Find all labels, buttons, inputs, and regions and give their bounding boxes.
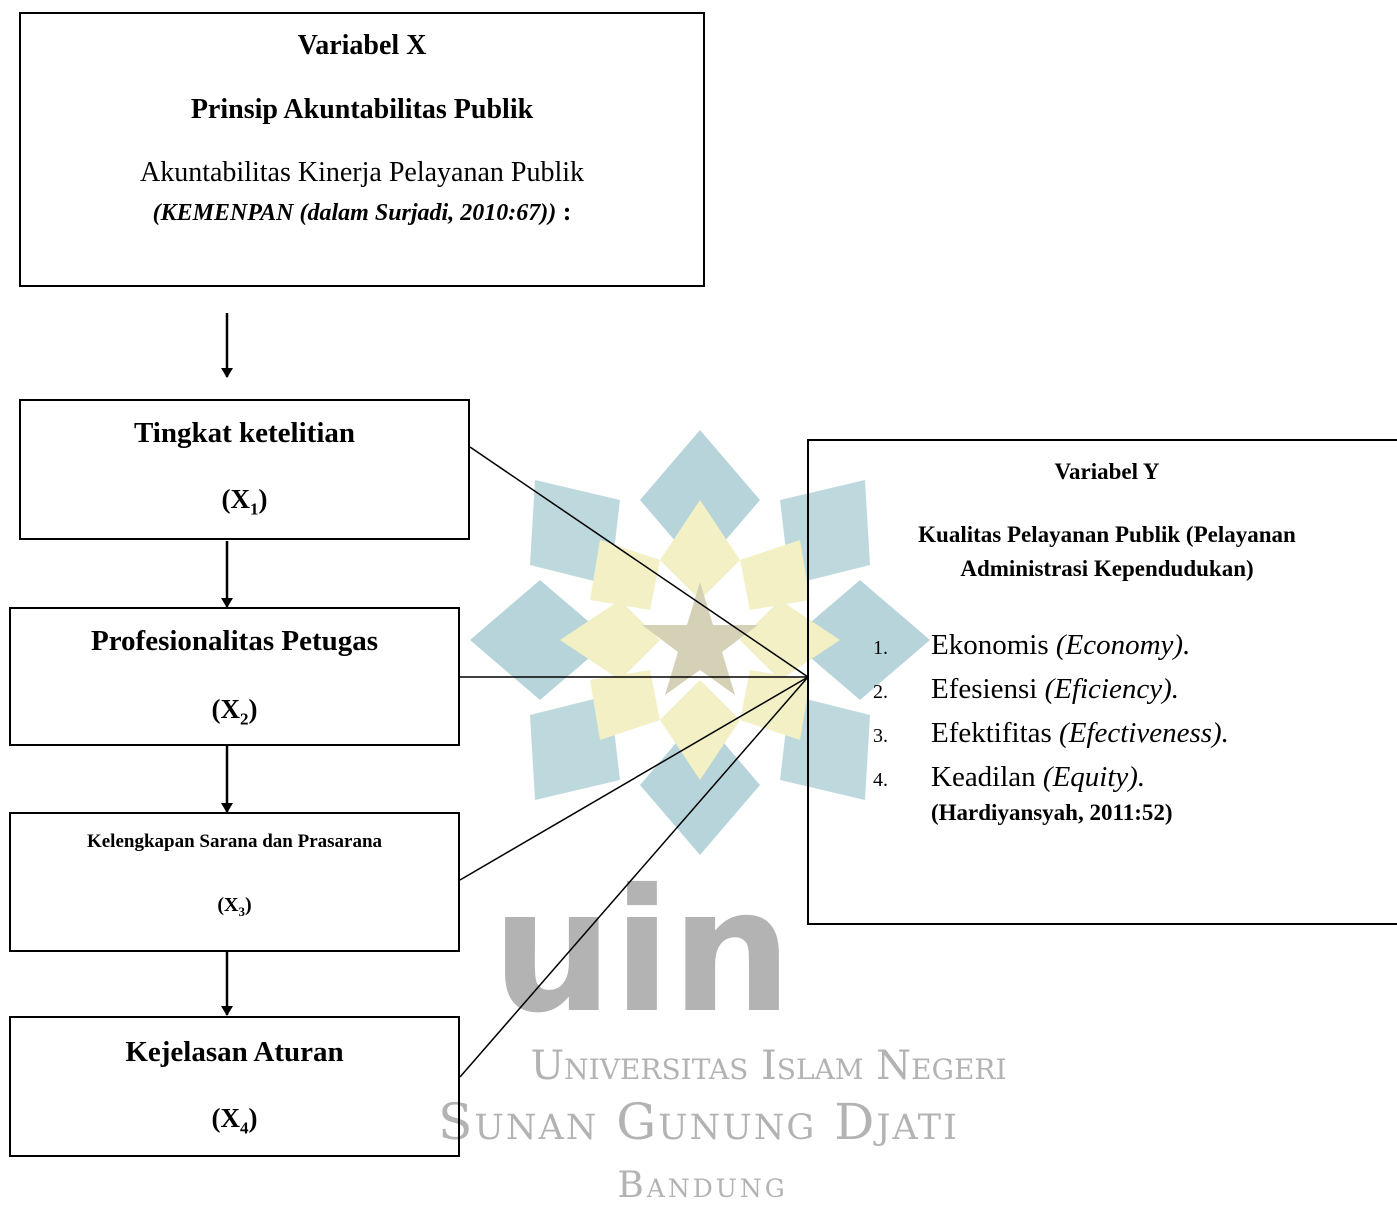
ornament-petal	[660, 680, 740, 780]
watermark-line-1: Universitas Islam Negeri	[530, 1043, 1007, 1089]
star-ornament-icon	[470, 430, 930, 855]
list-item: 4.Keadilan (Equity).	[873, 761, 1146, 793]
variable-y-subtitle-1: Kualitas Pelayanan Publik (Pelayanan	[918, 522, 1296, 547]
indicator-x3-label: Kelengkapan Sarana dan Prasarana	[86, 831, 383, 852]
indicator-x1-code: (X1)	[221, 484, 268, 519]
ornament-petal	[640, 715, 760, 855]
indicator-x3-subscript: 3	[238, 904, 245, 919]
ornament-petal	[590, 540, 660, 610]
indicator-x2-code: (X2)	[211, 694, 258, 729]
indicator-x3-code: (X3)	[217, 894, 252, 919]
indicator-x1-label: Tingkat ketelitian	[133, 417, 356, 449]
indicator-x2-box: Profesionalitas Petugas (X2)	[9, 607, 460, 746]
line-x1-to-y	[469, 446, 809, 678]
variable-y-title: Variabel Y	[1054, 459, 1160, 484]
ornament-petal	[740, 670, 810, 740]
variable-x-colon: :	[556, 197, 572, 226]
variable-y-dimension-list: 1.Ekonomis (Economy). 2.Efesiensi (Efici…	[873, 623, 1229, 799]
ornament-petal	[740, 600, 840, 680]
ornament-petal	[590, 670, 660, 740]
indicator-x4-box: Kejelasan Aturan (X4)	[9, 1016, 460, 1157]
indicator-x2-subscript: 2	[240, 709, 249, 729]
indicator-x4-subscript: 4	[240, 1118, 249, 1138]
variable-x-subtitle: Prinsip Akuntabilitas Publik	[190, 94, 534, 125]
ornament-petal	[790, 580, 930, 700]
variable-x-title: Variabel X	[297, 30, 427, 61]
variable-y-box: Variabel Y Kualitas Pelayanan Publik (Pe…	[807, 439, 1397, 925]
indicator-x1-subscript: 1	[250, 499, 259, 519]
list-item: 1.Ekonomis (Economy).	[873, 629, 1191, 661]
watermark-uin-logo-text: uin	[492, 853, 792, 1051]
line-x3-to-y	[459, 676, 809, 881]
indicator-x4-code: (X4)	[211, 1103, 258, 1138]
ornament-petal	[560, 600, 660, 680]
list-item: 2.Efesiensi (Eficiency).	[873, 673, 1179, 705]
line-x4-to-y	[459, 676, 809, 1078]
variable-x-citation-line: (KEMENPAN (dalam Surjadi, 2010:67)) :	[21, 197, 703, 227]
convergence-lines	[459, 446, 809, 1078]
indicator-x4-label: Kejelasan Aturan	[125, 1036, 344, 1068]
watermark-line-3: Bandung	[617, 1165, 788, 1206]
ornament-star	[642, 582, 758, 695]
variable-x-description: Akuntabilitas Kinerja Pelayanan Publik	[139, 157, 585, 188]
variable-y-subtitle-2: Administrasi Kependudukan)	[960, 556, 1254, 581]
ornament-petal	[740, 540, 810, 610]
variable-x-box: Variabel X Prinsip Akuntabilitas Publik …	[19, 12, 705, 287]
indicator-x1-box: Tingkat ketelitian (X1)	[19, 399, 470, 540]
ornament-petal	[660, 500, 740, 600]
list-item: 3.Efektifitas (Efectiveness).	[873, 717, 1229, 749]
indicator-x3-box: Kelengkapan Sarana dan Prasarana (X3)	[9, 812, 460, 952]
variable-y-reference: (Hardiyansyah, 2011:52)	[931, 800, 1173, 825]
variable-x-citation: (KEMENPAN (dalam Surjadi, 2010:67))	[152, 200, 557, 226]
watermark-line-2: Sunan Gunung Djati	[438, 1093, 959, 1151]
indicator-x2-label: Profesionalitas Petugas	[90, 625, 379, 657]
ornament-petal	[470, 580, 610, 700]
